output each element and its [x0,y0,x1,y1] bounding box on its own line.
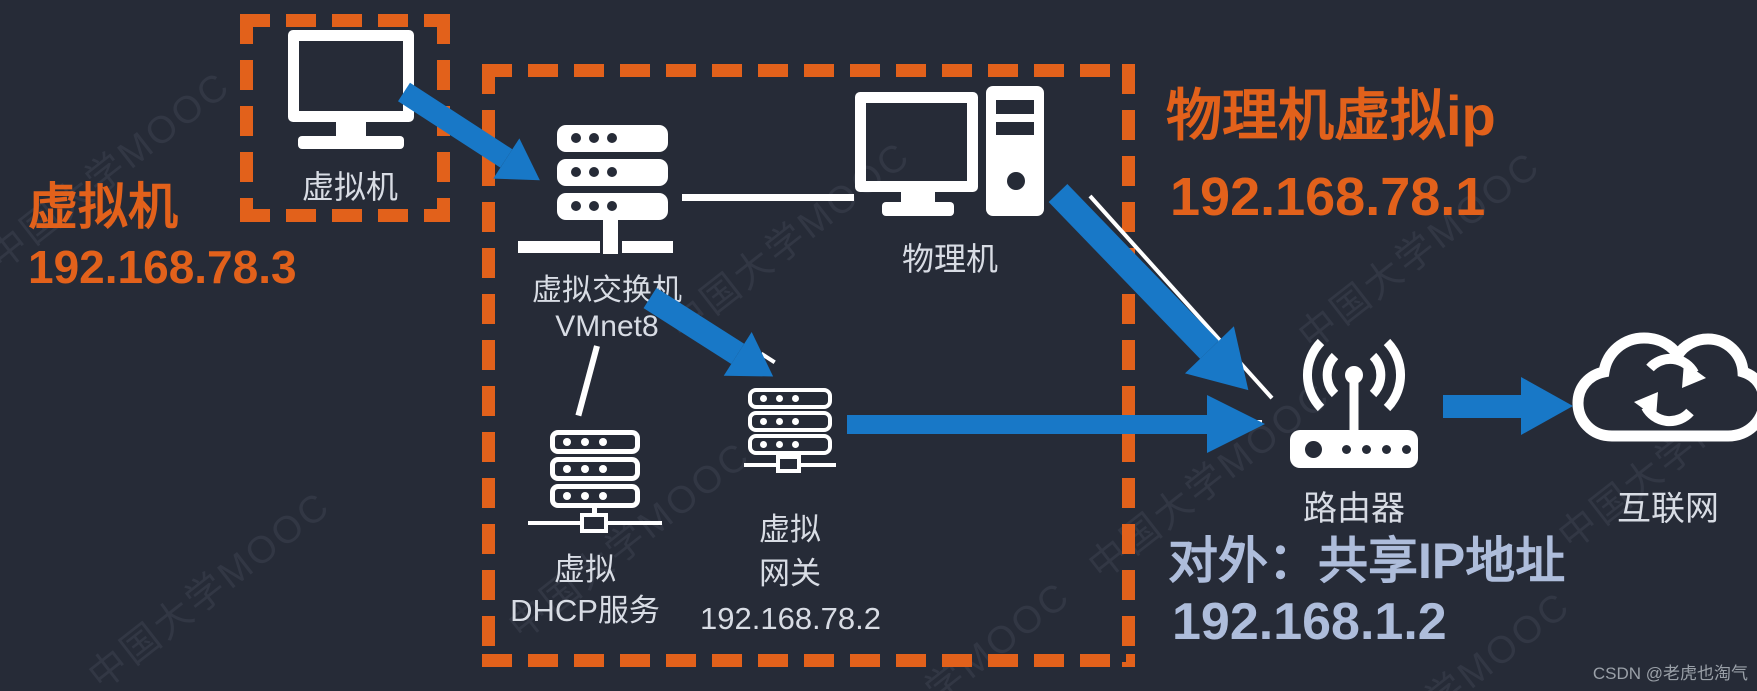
router-led [1342,445,1351,454]
pm-monitor-neck [901,190,935,204]
switch-foot-center [603,239,618,254]
csdn-credit: CSDN @老虎也淘气 [1592,664,1748,683]
pm-tower-slot [996,100,1034,114]
router-led [1382,445,1391,454]
external-ip-title-line1: 对外：共享IP地址 [1168,533,1566,589]
pm-monitor-base [882,202,954,216]
pm-tower-slot [996,122,1034,135]
link-vmnet8-dhcp [575,345,600,417]
internet-label: 互联网 [1617,490,1719,528]
router-led [1362,445,1371,454]
watermark: 中国大学MOOC [81,483,339,691]
server-bar [550,484,640,508]
nat-border-left [482,64,495,667]
router-led [1402,445,1411,454]
gateway-label-line2: 网关 [759,556,821,592]
dhcp-label-line2: DHCP服务 [510,593,660,629]
dhcp-label-line1: 虚拟 [554,552,616,587]
internet-cloud-icon [1572,332,1757,442]
server-node [580,513,608,533]
gateway-label: 虚拟 网关 192.168.78.2 [700,511,882,638]
physical-ip-title-line1: 物理机虚拟ip [1166,84,1496,147]
router-label: 路由器 [1303,490,1405,528]
gateway-label-line1: 虚拟 [759,512,821,547]
physical-machine-label: 物理机 [901,241,998,277]
vm-box-border-top [240,14,450,27]
link-switch-physical [682,194,854,201]
switch-foot-right [622,241,673,253]
router-antenna-icon [1303,338,1405,435]
nat-border-bottom [482,654,1135,667]
nat-border-top [482,64,1135,77]
vm-label: 虚拟机 [301,169,398,205]
vm-monitor-base [298,136,404,149]
server-bar [550,430,640,454]
switch-bar [557,159,668,186]
gateway-label-line3: 192.168.78.2 [700,601,882,637]
switch-bar [557,125,668,152]
server-node [776,455,801,473]
server-bar [748,411,832,432]
vm-title-line2: 192.168.78.3 [28,241,297,293]
server-bar [550,457,640,481]
arrow-router-to-internet [1443,377,1576,435]
nat-border-right [1122,64,1135,667]
external-ip-title-line2: 192.168.1.2 [1172,593,1447,651]
vm-monitor-screen [288,30,414,122]
vm-box-border-bottom [240,209,450,222]
switch-foot-left [518,241,600,253]
pm-monitor-screen [855,92,978,192]
pm-tower-button [1007,172,1025,190]
dhcp-label: 虚拟 DHCP服务 [495,551,675,629]
vm-title-line1: 虚拟机 [28,179,178,235]
switch-stem [603,220,618,240]
vm-monitor-neck [336,120,366,137]
switch-bar [557,193,668,220]
router-led [1305,441,1322,458]
physical-ip-title-line2: 192.168.78.1 [1170,167,1486,227]
server-bar [748,388,832,409]
vm-box-border-left [240,14,253,222]
server-bar [748,434,832,455]
arrow-gateway-to-router [847,395,1268,453]
virtual-switch-label-line2: VMnet8 [555,310,659,343]
